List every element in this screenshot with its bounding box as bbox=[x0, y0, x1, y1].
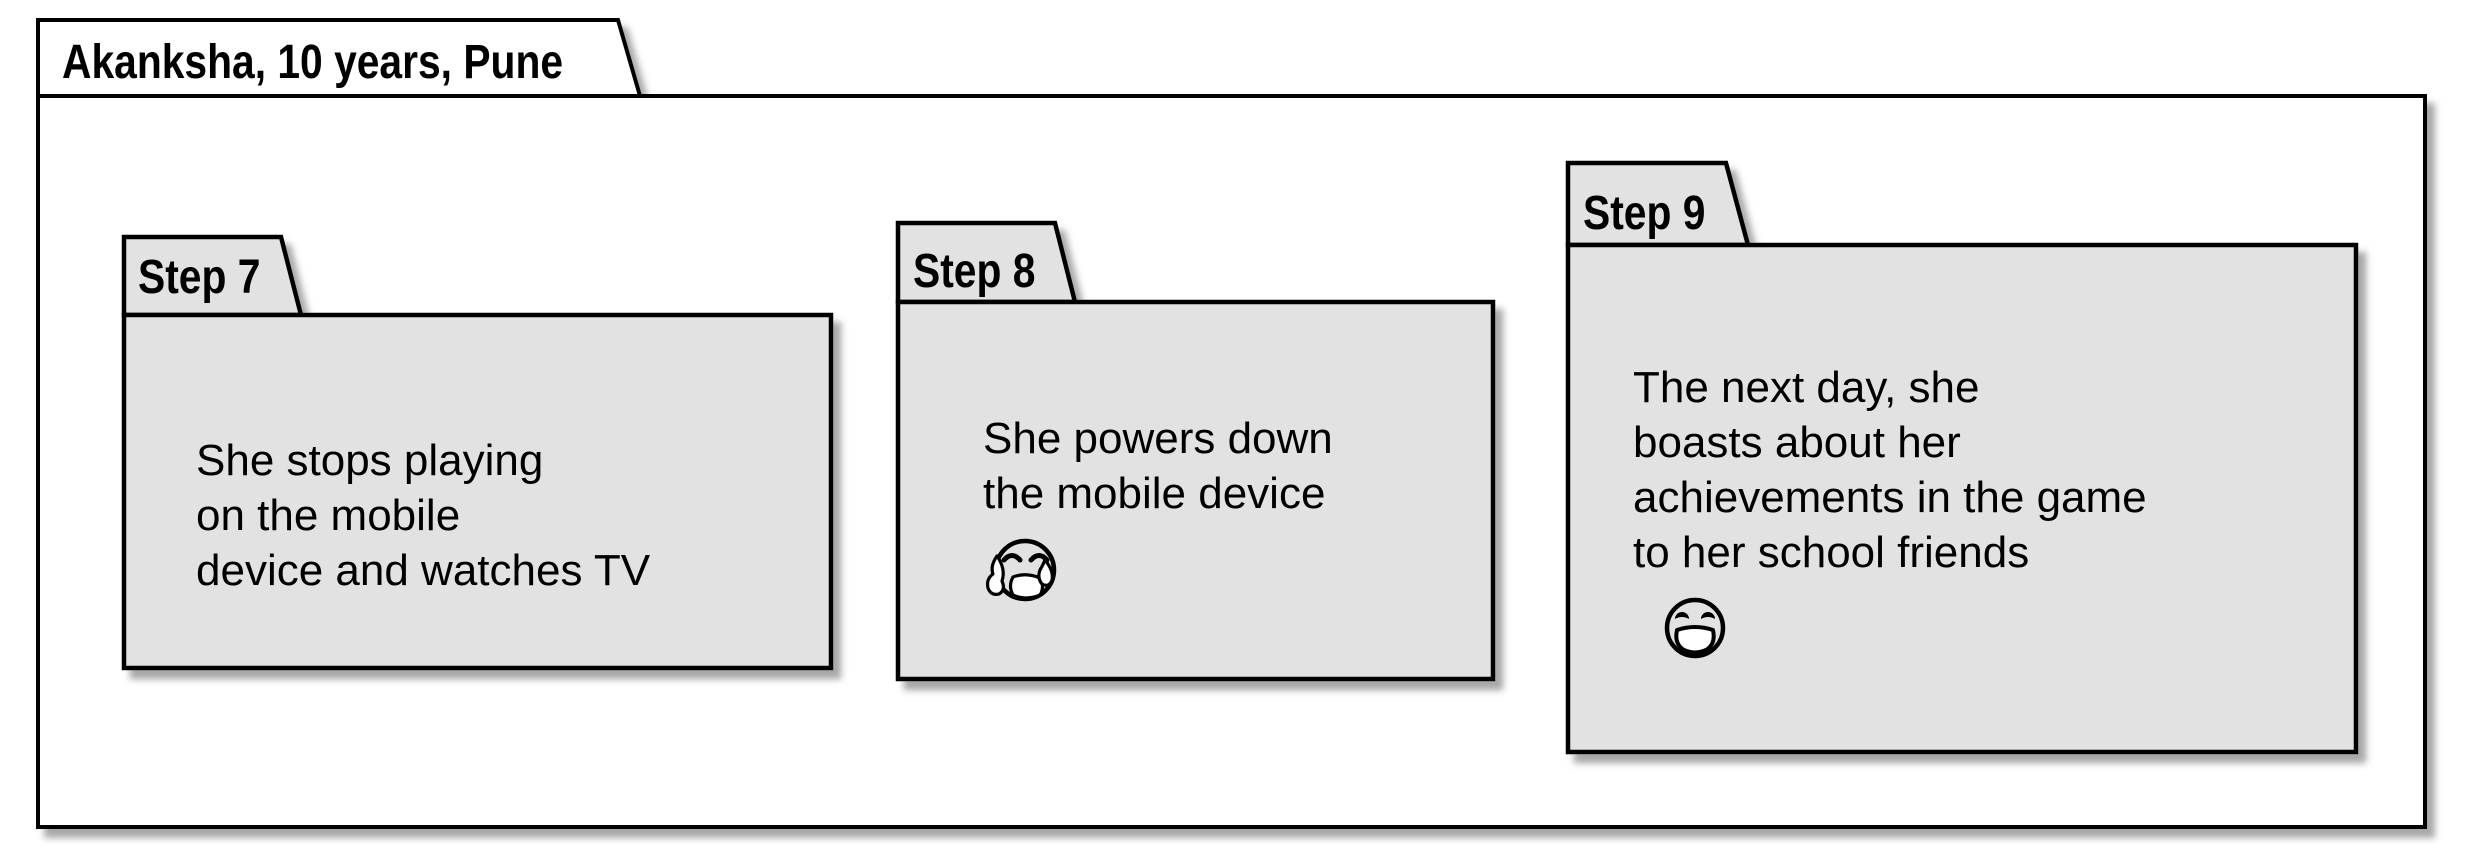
step-9-line-3: achievements in the game bbox=[1633, 473, 2147, 522]
step-8-line-2: the mobile device bbox=[983, 469, 1325, 518]
folder-step-8-label: Step 8 bbox=[913, 245, 1035, 298]
smiling-face-icon bbox=[1664, 597, 1726, 659]
folder-step-8 bbox=[895, 220, 1496, 682]
step-8-line-1: She powers down bbox=[983, 414, 1333, 463]
folder-step-7-text: She stops playing on the mobile device a… bbox=[196, 436, 651, 595]
step-7-line-1: She stops playing bbox=[196, 436, 543, 485]
step-7-line-3: device and watches TV bbox=[196, 546, 651, 595]
folder-step-9 bbox=[1565, 160, 2359, 755]
folder-step-7-body bbox=[121, 312, 834, 671]
folder-step-7-label: Step 7 bbox=[138, 251, 260, 304]
folder-step-9-body bbox=[1565, 242, 2359, 755]
crying-face-icon bbox=[985, 538, 1057, 602]
folder-step-7 bbox=[121, 234, 834, 671]
step-9-line-2: boasts about her bbox=[1633, 418, 1961, 467]
step-7-line-2: on the mobile bbox=[196, 491, 460, 540]
step-9-line-4: to her school friends bbox=[1633, 528, 2029, 577]
folder-step-8-body bbox=[895, 299, 1496, 682]
folder-step-9-label: Step 9 bbox=[1583, 187, 1705, 240]
step-9-line-1: The next day, she bbox=[1633, 363, 1980, 412]
folder-step-9-text: The next day, she boasts about her achie… bbox=[1633, 363, 2147, 577]
folder-step-8-text: She powers down the mobile device bbox=[983, 414, 1333, 518]
persona-frame-title: Akanksha, 10 years, Pune bbox=[62, 36, 563, 89]
